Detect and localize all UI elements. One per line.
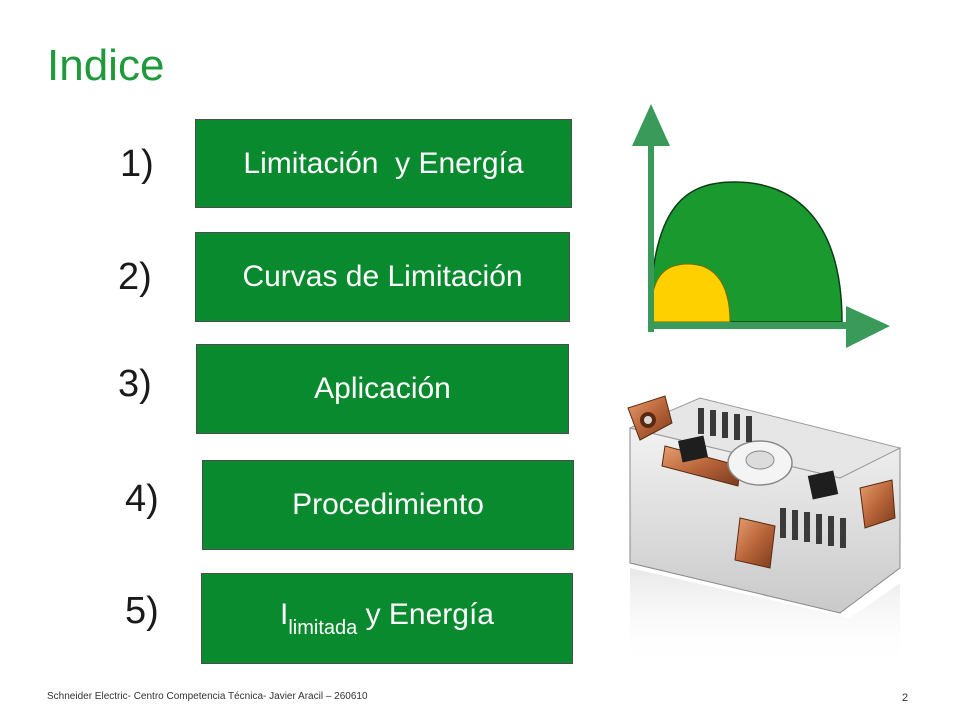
index-item-curvas-limitacion[interactable]: Curvas de Limitación <box>195 232 570 322</box>
circuit-breaker-mechanism-image <box>627 395 902 668</box>
y-axis-line <box>648 140 654 332</box>
terminal-rail-top <box>698 408 752 442</box>
copper-terminal-right <box>859 479 896 529</box>
item-number-1: 1) <box>120 143 154 185</box>
index-item-label: Procedimiento <box>292 488 484 521</box>
index-item-limitacion-energia[interactable]: Limitación y Energía <box>195 119 572 208</box>
magnet-block-right <box>807 470 839 500</box>
item-number-2: 2) <box>118 256 152 298</box>
footer-text: Schneider Electric- Centro Competencia T… <box>47 691 368 702</box>
x-axis-line <box>648 322 848 329</box>
index-item-label: Ilimitada y Energía <box>280 598 494 640</box>
item-number-5: 5) <box>125 590 159 632</box>
terminal-rail-bottom <box>780 508 846 548</box>
index-item-label-rest: y Energía <box>357 597 494 631</box>
item-number-3: 3) <box>118 363 152 405</box>
limitation-curve-icon <box>632 104 890 348</box>
index-item-label: Aplicación <box>314 372 451 405</box>
page-number: 2 <box>902 692 909 704</box>
index-item-label: Limitación y Energía <box>243 146 524 180</box>
item-number-4: 4) <box>125 478 159 520</box>
device-reflection <box>630 568 900 668</box>
magnet-block-left <box>677 435 709 463</box>
page-title: Indice <box>47 41 165 90</box>
index-item-ilimitada-energia[interactable]: Ilimitada y Energía <box>201 573 573 664</box>
x-axis-arrow <box>846 306 890 348</box>
index-item-label: Curvas de Limitación <box>242 260 523 293</box>
index-item-procedimiento[interactable]: Procedimiento <box>202 460 574 550</box>
index-item-label-main: I <box>279 597 289 631</box>
y-axis-arrow <box>632 104 670 146</box>
index-item-label-sub: limitada <box>288 616 358 639</box>
copper-terminal-bottom <box>734 517 776 569</box>
index-item-aplicacion[interactable]: Aplicación <box>196 344 569 434</box>
let-through-curve-inner <box>649 263 731 323</box>
